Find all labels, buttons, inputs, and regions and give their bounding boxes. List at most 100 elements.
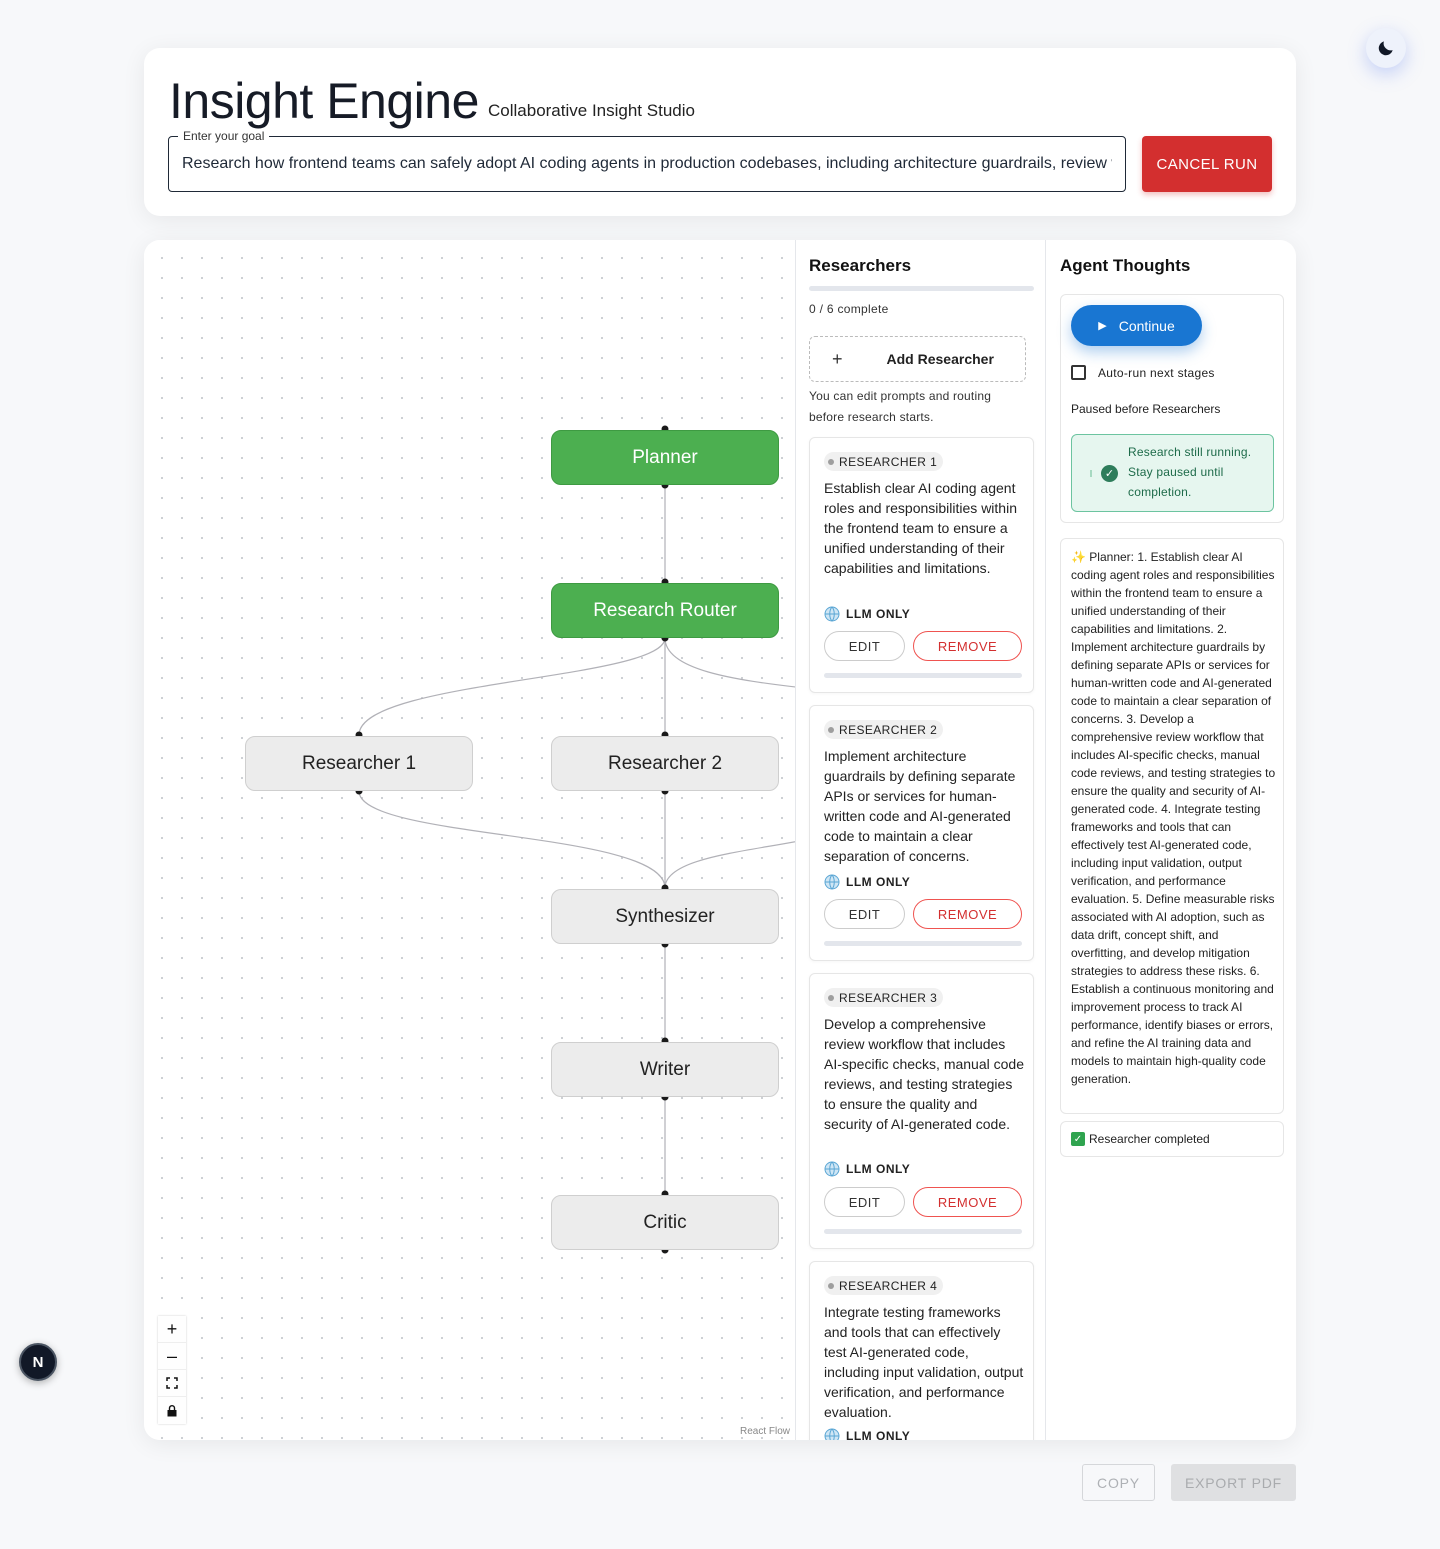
researcher-label: RESEARCHER 3: [839, 990, 938, 1005]
continue-button[interactable]: ▶ Continue: [1071, 305, 1202, 346]
auto-run-toggle[interactable]: Auto-run next stages: [1071, 365, 1215, 380]
researcher-label: RESEARCHER 4: [839, 1278, 938, 1293]
alert-message: Research still running. Stay paused unti…: [1128, 445, 1252, 499]
plus-icon: +: [832, 348, 843, 369]
researcher-progress: [824, 673, 1022, 678]
researcher-prompt: Integrate testing frameworks and tools t…: [824, 1304, 1024, 1420]
app-subtitle: Collaborative Insight Studio: [488, 101, 695, 120]
header-card: Insight Engine Collaborative Insight Stu…: [144, 48, 1296, 216]
node-researcher-2[interactable]: Researcher 2: [551, 736, 779, 791]
lock-button[interactable]: [158, 1397, 186, 1424]
researcher-chip: RESEARCHER 1: [824, 452, 944, 471]
globe-icon: [824, 606, 840, 622]
researchers-progress: [809, 286, 1034, 291]
edit-researcher-button[interactable]: EDIT: [824, 899, 905, 929]
edit-hint: You can edit prompts and routing before …: [809, 389, 992, 424]
edge-router-researcher1: [358, 637, 666, 736]
researcher-card: RESEARCHER 3 Develop a comprehensive rev…: [809, 973, 1034, 1249]
edit-researcher-button[interactable]: EDIT: [824, 1187, 905, 1217]
copy-button[interactable]: COPY: [1082, 1464, 1155, 1501]
node-research-router[interactable]: Research Router: [551, 583, 779, 638]
export-pdf-button[interactable]: EXPORT PDF: [1171, 1464, 1296, 1501]
check-circle-icon: ✓: [1101, 465, 1118, 482]
edge-offscreen-synth: [664, 841, 795, 889]
goal-field[interactable]: Enter your goal: [168, 129, 1126, 192]
theme-toggle-button[interactable]: [1366, 28, 1406, 68]
run-control-box: ▶ Continue Auto-run next stages Paused b…: [1060, 294, 1284, 523]
fit-view-icon: [166, 1377, 178, 1389]
globe-icon: [824, 1161, 840, 1177]
researchers-panel: Researchers 0 / 6 complete + Add Researc…: [796, 240, 1046, 1440]
globe-icon: [824, 874, 840, 890]
flow-canvas[interactable]: Planner Research Router Researcher 1 Res…: [144, 240, 796, 1440]
completed-log-text: Researcher completed: [1089, 1132, 1210, 1146]
zoom-in-button[interactable]: +: [158, 1316, 186, 1343]
auto-run-checkbox[interactable]: [1071, 365, 1086, 380]
alert-accent: [1090, 470, 1092, 477]
flow-controls: + –: [158, 1316, 186, 1424]
researcher-progress: [824, 941, 1022, 946]
globe-icon: [824, 1428, 840, 1440]
goal-input[interactable]: [182, 153, 1112, 175]
remove-researcher-button[interactable]: REMOVE: [913, 631, 1022, 661]
status-alert: ✓ Research still running. Stay paused un…: [1071, 434, 1274, 512]
remove-researcher-button[interactable]: REMOVE: [913, 1187, 1022, 1217]
paused-status: Paused before Researchers: [1071, 402, 1221, 416]
researcher-mode: LLM ONLY: [824, 1161, 910, 1177]
researcher-label: RESEARCHER 1: [839, 454, 938, 469]
researcher-mode-label: LLM ONLY: [846, 1162, 911, 1176]
remove-researcher-button[interactable]: REMOVE: [913, 899, 1022, 929]
next-dev-badge[interactable]: N: [19, 1343, 57, 1381]
sparkle-icon: ✨: [1071, 550, 1086, 564]
researcher-chip: RESEARCHER 4: [824, 1276, 944, 1295]
researcher-mode: LLM ONLY: [824, 874, 910, 890]
agent-thoughts-panel: Agent Thoughts ▶ Continue Auto-run next …: [1047, 240, 1296, 1440]
edge-researcher1-synth: [358, 790, 666, 889]
researcher-progress: [824, 1229, 1022, 1234]
agent-thoughts-title: Agent Thoughts: [1060, 256, 1191, 275]
status-dot-icon: [828, 1282, 834, 1289]
node-synthesizer[interactable]: Synthesizer: [551, 889, 779, 944]
planner-log-text: Planner: 1. Establish clear AI coding ag…: [1071, 550, 1276, 1086]
researcher-mode: LLM ONLY: [824, 606, 910, 622]
researcher-prompt: Establish clear AI coding agent roles an…: [824, 480, 1017, 576]
workspace-card: Planner Research Router Researcher 1 Res…: [144, 240, 1296, 1440]
node-writer[interactable]: Writer: [551, 1042, 779, 1097]
checkmark-icon: ✓: [1071, 1132, 1085, 1146]
thought-log-entry: ✨ Planner: 1. Establish clear AI coding …: [1060, 538, 1284, 1114]
add-researcher-label: Add Researcher: [886, 351, 994, 367]
fit-view-button[interactable]: [158, 1370, 186, 1397]
moon-icon: [1378, 41, 1393, 56]
add-researcher-button[interactable]: + Add Researcher: [809, 336, 1026, 382]
researcher-mode-label: LLM ONLY: [846, 875, 911, 889]
node-planner[interactable]: Planner: [551, 430, 779, 485]
planner-log: ✨ Planner: 1. Establish clear AI coding …: [1071, 548, 1277, 1088]
researcher-card: RESEARCHER 2 Implement architecture guar…: [809, 705, 1034, 961]
node-critic[interactable]: Critic: [551, 1195, 779, 1250]
node-researcher-1[interactable]: Researcher 1: [245, 736, 473, 791]
app-title: Insight Engine: [169, 73, 479, 129]
researcher-mode: LLM ONLY: [824, 1428, 910, 1440]
researcher-label: RESEARCHER 2: [839, 722, 938, 737]
researcher-chip: RESEARCHER 3: [824, 988, 944, 1007]
continue-label: Continue: [1118, 317, 1175, 334]
edit-researcher-button[interactable]: EDIT: [824, 631, 905, 661]
lock-icon: [167, 1404, 177, 1416]
researchers-title: Researchers: [809, 256, 912, 275]
researcher-prompt: Implement architecture guardrails by def…: [824, 748, 1016, 864]
researcher-card: RESEARCHER 4 Integrate testing framework…: [809, 1261, 1034, 1440]
cancel-run-button[interactable]: CANCEL RUN: [1142, 136, 1272, 192]
flow-edges: [355, 425, 795, 1254]
researcher-mode-label: LLM ONLY: [846, 607, 911, 621]
status-dot-icon: [828, 726, 834, 733]
thought-log-entry: ✓ Researcher completed: [1060, 1121, 1284, 1157]
react-flow-attribution[interactable]: React Flow: [740, 1426, 791, 1437]
edge-router-offscreen: [664, 637, 795, 688]
researcher-mode-label: LLM ONLY: [846, 1429, 911, 1440]
status-dot-icon: [828, 458, 834, 465]
researcher-card: RESEARCHER 1 Establish clear AI coding a…: [809, 437, 1034, 693]
status-dot-icon: [828, 994, 834, 1001]
complete-count: 0 / 6 complete: [809, 302, 889, 316]
zoom-out-button[interactable]: –: [158, 1343, 186, 1370]
play-icon: ▶: [1098, 320, 1107, 332]
